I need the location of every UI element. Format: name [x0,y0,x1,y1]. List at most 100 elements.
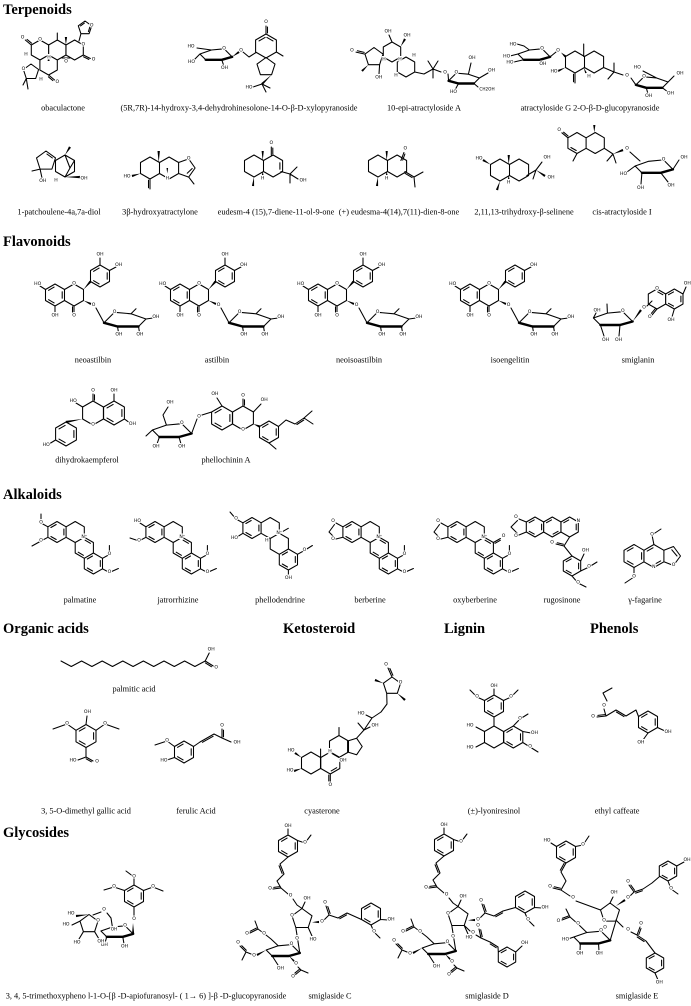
atom-label: O [476,917,480,923]
atom-label: O [22,66,26,72]
compound-label-trihydroxy-selinene: 2,11,13-trihydroxy-β-selinene [474,207,574,217]
atom-label: O [252,953,256,959]
atom-label: O [234,516,238,522]
atom-label: O [123,922,127,928]
compound-label-patchoulene-diol: 1-patchoulene-4a,7a-diol [17,207,101,217]
atom-label: OH [136,332,143,338]
atom-label: OH [567,314,574,320]
atom-label: O [236,940,240,946]
atom-label: HO [123,174,130,180]
atom-label: O [548,884,552,890]
compound-label-cis-atractyloside-i: cis-atractyloside I [592,207,652,217]
atom-label: OH [665,729,672,735]
atom-label: O [632,574,636,580]
atom-label: O [289,893,293,899]
atom-label: O [108,569,112,575]
atom-label: OH [115,332,122,338]
atom-label: OH [403,33,410,39]
atom-label: OH [440,822,447,828]
atom-label: O [642,73,646,79]
atom-label: HO [159,281,166,287]
atom-label: O [239,48,243,54]
atom-label: OH [531,730,538,736]
atom-label: OH [97,939,104,945]
atom-label: O [264,19,268,25]
atom-label: N [652,564,655,570]
atom-label: OH [261,397,268,403]
atom-label: OH [299,178,306,184]
atom-label: O [403,569,407,575]
compound-label-rugosinone: rugosinone [543,595,581,605]
atom-label: O [487,281,491,287]
atom-label: O [621,308,625,314]
atom-label: O [290,912,294,918]
atom-label: O [268,886,272,892]
atom-label: HO [69,758,76,764]
atom-label: O [220,723,224,729]
atom-label: OH [84,709,91,715]
atom-label: HO [465,935,472,941]
compound-label-neoastilbin: neoastilbin [74,355,112,365]
atom-label: O [528,744,532,750]
atom-label: O [303,840,307,846]
atom-label: O [245,931,249,937]
atom-label: O [642,305,646,311]
atom-label: H [166,176,169,182]
atom-label: OH [240,332,247,338]
atom-label: OH [303,896,310,902]
atom-label: O [290,941,294,947]
atom-label: O [214,665,218,671]
atom-label: HO [543,838,550,844]
atom-label: H [398,57,401,63]
compound-label-gamma-fagarine: γ-fagarine [628,595,662,605]
atom-label: O [137,538,141,544]
atom-label: OH [178,443,185,449]
atom-label: O [454,70,458,76]
atom-label: O [526,917,530,923]
compound-label-phellodendrine: phellodendrine [255,595,305,605]
atom-label: OH [399,332,406,338]
compound-label-ethyl-caffeate: ethyl caffeate [594,806,640,816]
atom-label: HO [34,281,41,287]
atom-label: O [39,520,43,526]
atom-label: O [447,972,451,978]
atom-label: H [54,178,57,184]
atom-label: H [265,537,268,543]
compound-label-eudesma-dien-one: (+) eudesma-4(14),7(11)-dien-8-one [338,207,460,217]
atom-label: HO [620,171,627,177]
atom-label: OH [339,758,346,764]
atom-label: OH [51,312,58,318]
compound-label-epi-atractyloside-a: 10-epi-atractyloside A [387,103,461,113]
atom-label: HO [43,442,50,448]
atom-label: HO [62,922,69,928]
atom-label: O [602,918,606,924]
compound-label-ferulic-acid: ferulic Acid [176,806,216,816]
compound-label-dimethyl-gallic-acid: 3, 5-O-dimethyl gallic acid [41,806,131,816]
atom-label: OH [285,575,292,581]
structure-palmitic-acid: OHO [60,646,219,672]
atom-label: O [39,538,43,544]
atom-label: OH [582,548,589,554]
atom-label: O [557,127,561,133]
atom-label: O [556,48,560,54]
structure-eudesma-dien-one: OH [367,144,424,188]
atom-label: O [331,536,335,542]
atom-label: OH [615,337,622,343]
atom-label: O [662,156,666,162]
atom-label: O [108,551,112,557]
atom-label: O [450,959,454,965]
atom-label: HO [634,65,641,71]
atom-label: O [459,839,463,845]
atom-label: OH [388,917,395,923]
atom-label: OH [111,927,117,932]
atom-label: N⁺ [179,534,185,540]
atom-label: O [92,57,96,63]
